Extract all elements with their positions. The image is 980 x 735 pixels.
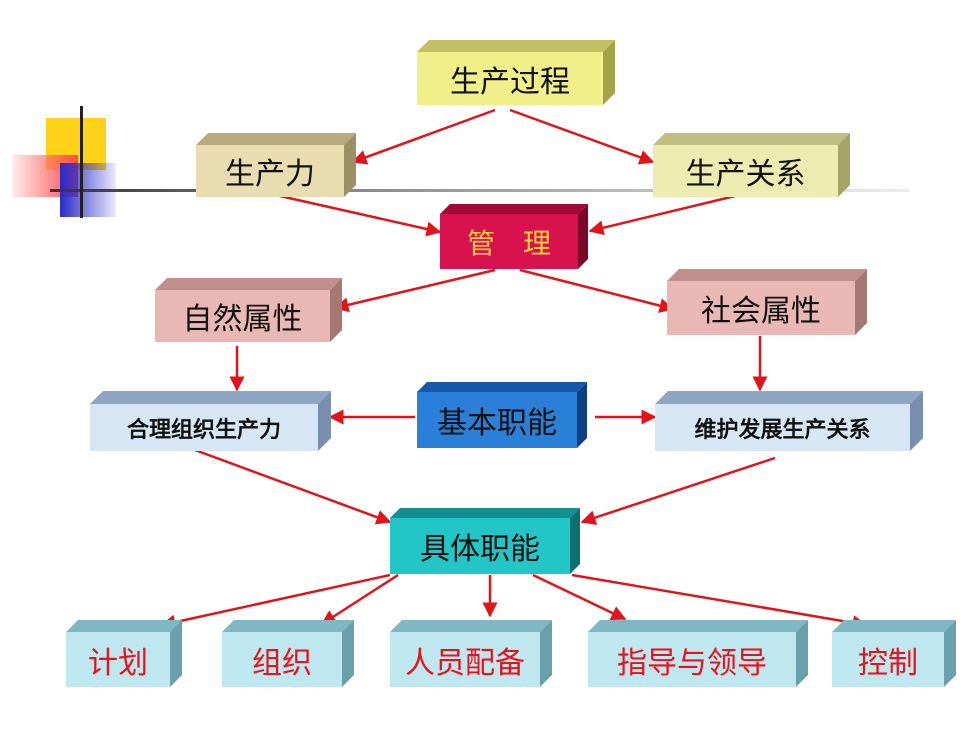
node-management-label: 管 理 [466,226,551,260]
node-organizing-label: 组织 [252,645,312,681]
node-social-attribute-label: 社会属性 [701,294,821,329]
node-specific-functions-label: 具体职能 [420,532,540,567]
node-planning: 计划 [66,632,170,687]
node-organize-productive-forces: 合理组织生产力 [90,404,318,451]
arrow-organize-to-specific [194,448,392,525]
decor-horizontal-line [50,189,910,192]
node-natural-attribute-block [155,278,342,342]
node-directing-leading: 指导与领导 [588,632,796,687]
node-staffing-block [390,620,552,687]
node-basic-functions-label: 基本职能 [437,406,557,441]
arrow-forces-to-management [279,194,442,237]
node-production-process: 生产过程 [417,52,603,105]
arrow-process-to-relations [509,108,655,165]
arrow-maintain-to-specific [580,456,776,525]
node-planning-label: 计划 [88,645,148,681]
node-specific-functions-block [390,508,580,574]
node-organizing: 组织 [222,632,342,687]
node-maintain-production-relations-block [655,391,923,451]
node-controlling: 控制 [832,632,944,687]
arrow-management-to-social [519,268,675,313]
node-productive-forces: 生产力 [196,145,344,197]
node-social-attribute: 社会属性 [667,281,855,335]
arrow-process-to-forces [351,108,496,165]
node-productive-forces-label: 生产力 [225,157,315,192]
node-directing-leading-block [588,620,808,687]
node-production-relations-label: 生产关系 [685,157,806,192]
node-production-process-block [417,40,615,105]
node-organizing-block [222,620,354,687]
arrow-specific-to-controlling [571,573,868,631]
node-basic-functions: 基本职能 [417,392,577,448]
node-management: 管 理 [440,214,578,269]
node-staffing-label: 人员配备 [405,645,525,681]
node-planning-block [66,620,182,687]
node-social-attribute-block [667,269,867,335]
node-organize-productive-forces-block [90,391,331,451]
node-specific-functions: 具体职能 [390,518,570,574]
node-maintain-production-relations: 维护发展生产关系 [655,404,910,451]
arrow-relations-to-management [588,194,736,236]
node-basic-functions-block [417,382,587,448]
node-management-block [440,204,588,269]
decor-vertical-line [80,106,83,218]
arrow-specific-to-directing [532,573,627,621]
arrow-specific-to-organizing [320,573,399,626]
node-productive-forces-block [196,133,356,197]
node-production-relations: 生产关系 [653,145,838,197]
node-natural-attribute-label: 自然属性 [182,302,303,337]
node-production-process-label: 生产过程 [450,64,570,100]
node-production-relations-block [653,133,850,197]
node-natural-attribute: 自然属性 [155,290,330,342]
arrow-specific-to-planning [160,573,391,630]
node-organize-productive-forces-label: 合理组织生产力 [126,417,281,443]
node-controlling-label: 控制 [858,645,918,681]
node-staffing: 人员配备 [390,632,540,687]
node-controlling-block [832,620,956,687]
node-directing-leading-label: 指导与领导 [617,645,767,681]
arrow-management-to-natural [333,268,496,313]
node-maintain-production-relations-label: 维护发展生产关系 [694,417,871,443]
